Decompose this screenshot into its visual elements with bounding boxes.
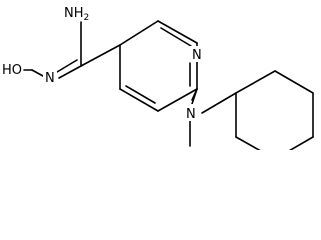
hydroxyl-label: HO <box>2 63 22 78</box>
bond-c3-c2-inner <box>160 27 192 47</box>
pyridine-ring <box>119 20 198 112</box>
bond-c5-c4 <box>119 88 159 112</box>
bond-ring-amidine-c <box>80 44 121 67</box>
bond-c4-c3 <box>119 20 159 46</box>
bond-amidine-c-n-double <box>56 59 78 73</box>
pyridine-n-label: N <box>192 48 202 63</box>
amidine-nh2-label: NH2 <box>64 6 89 23</box>
amidine-n-label: N <box>45 71 55 86</box>
bond-c6-c5 <box>157 88 198 112</box>
bond-amidine-c-n <box>58 65 82 79</box>
atom-labels: NH2 N HO N N <box>2 3 204 122</box>
bond-cy6-cy5 <box>235 136 261 150</box>
amidoxime-group <box>31 21 121 79</box>
bond-c5-c4-inner <box>125 85 156 104</box>
bond-cy2-cy3 <box>274 70 314 94</box>
bond-cy4-cy5 <box>288 136 314 150</box>
cyclohexane-ring <box>235 70 314 150</box>
molecule-structure: NH2 N HO N N <box>2 3 314 150</box>
amine-substituent <box>189 88 237 147</box>
bond-c6-amine <box>191 88 198 105</box>
bond-c3-c2 <box>157 20 198 44</box>
bond-amine-cyclohexyl <box>201 92 237 114</box>
bond-cy1-cy2 <box>235 70 276 94</box>
bond-n-o <box>31 69 44 77</box>
amine-n-label: N <box>186 107 196 122</box>
